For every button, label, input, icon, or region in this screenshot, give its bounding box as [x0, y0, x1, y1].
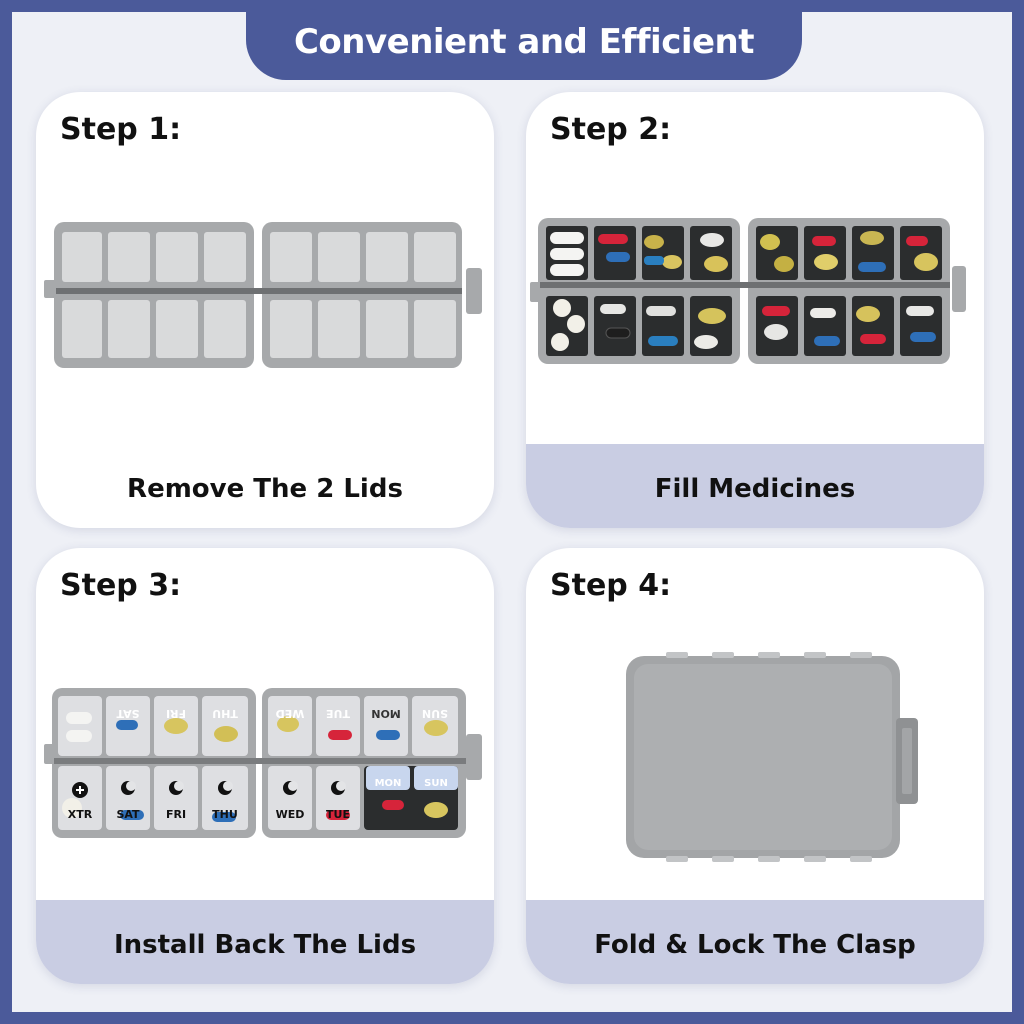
lid-label-mon-pm: MON — [375, 778, 402, 789]
filled-pill-case-image — [530, 218, 966, 364]
lid-label-wed: WED — [276, 707, 305, 720]
step-caption: Remove The 2 Lids — [127, 474, 403, 504]
lid-label-thu: THU — [212, 707, 238, 720]
step-label: Step 3: — [60, 568, 182, 603]
step-card-2: Step 2: — [526, 92, 984, 528]
caption-band — [526, 900, 984, 984]
closed-pill-case-image — [626, 652, 918, 862]
lidded-pill-case-image: SAT FRI THU WED TUE MON SUN XTR SAT FRI … — [44, 688, 482, 838]
step-caption: Fold & Lock The Clasp — [594, 930, 916, 960]
lid-label-tue-pm: TUE — [326, 808, 350, 821]
step-card-3: Step 3: — [36, 548, 494, 984]
lid-label-mon: MON — [371, 707, 401, 720]
plus-icon — [72, 782, 88, 798]
step-label: Step 4: — [550, 568, 672, 603]
page-title: Convenient and Efficient — [246, 12, 802, 80]
caption-band — [36, 900, 494, 984]
step-label: Step 2: — [550, 112, 672, 147]
lid-label-fri-pm: FRI — [166, 808, 186, 821]
empty-pill-case-image — [44, 222, 482, 368]
lid-label-thu-pm: THU — [212, 808, 238, 821]
lid-label-sun-pm: SUN — [424, 778, 448, 789]
lid-label-tue: TUE — [326, 707, 350, 720]
caption-band — [526, 444, 984, 528]
step-caption: Fill Medicines — [654, 474, 856, 504]
lid-label-fri: FRI — [166, 707, 186, 720]
step-caption: Install Back The Lids — [113, 930, 417, 960]
step-card-1: Step 1: Remove The 2 Lids — [36, 92, 494, 528]
lid-label-xtr: XTR — [68, 808, 93, 821]
lid-label-sat-pm: SAT — [116, 808, 140, 821]
page-frame: Convenient and Efficient Step 1: — [12, 12, 1012, 1012]
lid-label-wed-pm: WED — [276, 808, 305, 821]
lid-label-sun: SUN — [422, 707, 448, 720]
lid-label-sat: SAT — [116, 707, 140, 720]
step-card-4: Step 4: Fold & Lock The Clasp — [526, 548, 984, 984]
step-label: Step 1: — [60, 112, 182, 147]
